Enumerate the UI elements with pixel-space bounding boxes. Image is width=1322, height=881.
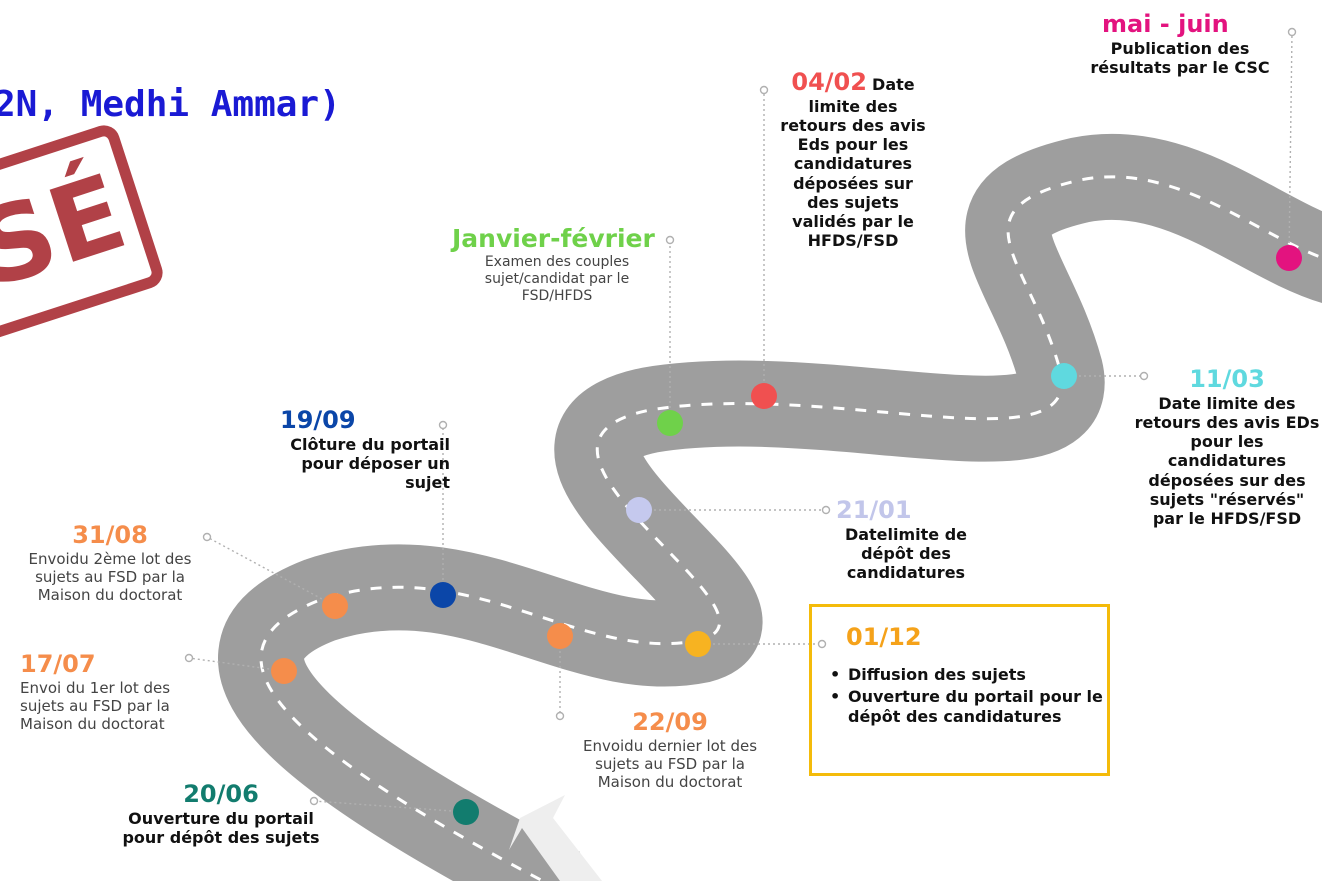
milestone-text: Ouverture du portail pour dépôt des suje… xyxy=(122,808,320,847)
milestone-date-row: 04/02 Date xyxy=(778,68,928,97)
milestone-date: 31/08 xyxy=(72,521,148,549)
milestone-date: 21/01 xyxy=(836,496,912,524)
milestone-text: limite des retours des avis Eds pour les… xyxy=(780,96,926,251)
milestone-date: 19/09 xyxy=(280,406,356,434)
milestone-date: 20/06 xyxy=(183,780,259,808)
milestone-date: 17/07 xyxy=(20,650,96,678)
milestone-date: 22/09 xyxy=(632,708,708,736)
milestone-date: 01/12 xyxy=(846,623,922,651)
bullet-item: Ouverture du portail pour le dépôt des c… xyxy=(830,687,1118,727)
milestone-dot-m2209 xyxy=(547,623,573,649)
milestone-dot-m0402 xyxy=(751,383,777,409)
milestone-date: 11/03 xyxy=(1189,365,1265,393)
milestone-dot-mmai xyxy=(1276,245,1302,271)
milestone-1707: 17/07 Envoi du 1er lot des sujets au FSD… xyxy=(20,650,200,733)
milestone-dots xyxy=(271,245,1302,825)
milestone-text: Envoidu dernier lot des sujets au FSD pa… xyxy=(582,736,758,791)
milestone-dot-mjanv xyxy=(657,410,683,436)
leader-end-rings xyxy=(184,27,1297,806)
milestone-1103: 11/03 Date limite des retours des avis E… xyxy=(1134,365,1320,528)
milestone-1909: 19/09 Clôture du portail pour déposer un… xyxy=(260,406,450,492)
milestone-text: Examen des couples sujet/candidat par le… xyxy=(484,254,630,304)
milestone-dot-m1103 xyxy=(1051,363,1077,389)
milestone-dot-m2101 xyxy=(626,497,652,523)
milestone-dot-m0112 xyxy=(685,631,711,657)
milestone-2101: 21/01 Datelimite de dépôt des candidatur… xyxy=(826,496,986,582)
milestone-text: Publication des résultats par le CSC xyxy=(1090,38,1270,77)
milestone-text: Datelimite de dépôt des candidatures xyxy=(844,524,968,583)
milestone-mai-juin: mai - juin Publication des résultats par… xyxy=(1080,10,1280,77)
milestone-2006: 20/06 Ouverture du portail pour dépôt de… xyxy=(116,780,326,847)
milestone-text: Clôture du portail pour déposer un sujet xyxy=(290,434,450,493)
milestone-date-suffix: Date xyxy=(872,75,915,94)
milestone-text: Date limite des retours des avis EDs pou… xyxy=(1134,393,1320,528)
milestone-dot-m1909 xyxy=(430,582,456,608)
milestone-2209: 22/09 Envoidu dernier lot des sujets au … xyxy=(575,708,765,791)
road-shape xyxy=(218,133,1322,881)
leader-lines xyxy=(188,31,1293,813)
milestone-dot-m1707 xyxy=(271,658,297,684)
milestone-date: Janvier-février xyxy=(452,224,655,253)
milestone-text: Envoidu 2ème lot des sujets au FSD par l… xyxy=(28,549,192,604)
milestone-date: 04/02 xyxy=(791,68,867,96)
bullet-list: Diffusion des sujets Ouverture du portai… xyxy=(822,665,1118,729)
milestone-text: Envoi du 1er lot des sujets au FSD par l… xyxy=(20,678,171,733)
milestone-dot-m3108 xyxy=(322,593,348,619)
milestone-janvier: Janvier-février Examen des couples sujet… xyxy=(452,224,662,304)
page-title: 2N, Medhi Ammar) xyxy=(0,84,341,125)
arrow-up-icon xyxy=(509,795,602,881)
milestone-dot-m2006 xyxy=(453,799,479,825)
bullet-item: Diffusion des sujets xyxy=(830,665,1118,685)
milestone-date: mai - juin xyxy=(1102,10,1229,38)
milestone-0402: 04/02 Date limite des retours des avis E… xyxy=(778,68,928,250)
highlight-box: 01/12 Diffusion des sujets Ouverture du … xyxy=(809,604,1110,776)
milestone-3108: 31/08 Envoidu 2ème lot des sujets au FSD… xyxy=(14,521,206,604)
